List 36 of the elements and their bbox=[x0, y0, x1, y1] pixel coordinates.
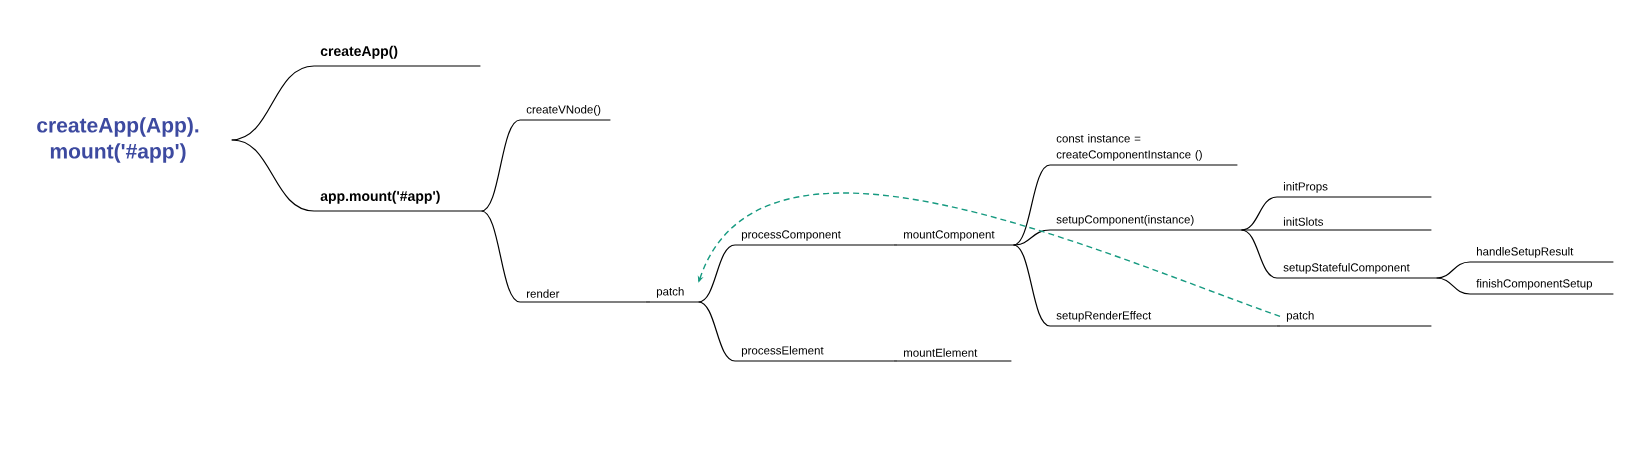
topic-label: createVNode() bbox=[519, 105, 611, 121]
topic-label: app.mount('#app') bbox=[313, 190, 483, 212]
topic-label: finishComponentSetup bbox=[1469, 279, 1614, 295]
branch-curve bbox=[1012, 244, 1051, 327]
topic-label: mountComponent bbox=[896, 230, 1014, 246]
topic-label: setupStatefulComponent bbox=[1276, 263, 1437, 279]
branch-curve bbox=[892, 360, 898, 362]
topic-label: handleSetupResult bbox=[1469, 247, 1614, 263]
root-topic: createApp(App). mount('#app') bbox=[37, 117, 199, 163]
branch-curve bbox=[1435, 277, 1471, 295]
topic-label: setupComponent(instance) bbox=[1049, 215, 1242, 231]
branch-curve bbox=[697, 244, 736, 303]
branch-curve bbox=[1240, 229, 1278, 279]
branch-curve bbox=[1275, 325, 1281, 327]
topic-label: initProps bbox=[1276, 182, 1432, 198]
topic-label: processElement bbox=[734, 346, 894, 362]
arrow bbox=[697, 192, 1281, 318]
branch-curve bbox=[892, 244, 898, 246]
topic-label: render bbox=[519, 289, 646, 303]
topic-label: initSlots bbox=[1276, 217, 1432, 231]
branch-curve bbox=[480, 210, 521, 303]
branch-curve bbox=[644, 301, 651, 303]
branch-curve bbox=[697, 301, 736, 362]
branch-curve bbox=[1012, 229, 1051, 246]
branch-curve bbox=[1435, 261, 1471, 279]
topic-label: mountElement bbox=[896, 348, 1012, 362]
topic-label: createApp() bbox=[313, 45, 482, 67]
topic-label: patch bbox=[649, 287, 699, 303]
topic-label: processComponent bbox=[734, 230, 894, 246]
branch-curve bbox=[480, 119, 521, 212]
branch-curve bbox=[231, 139, 315, 212]
branch-curve bbox=[1240, 229, 1278, 231]
topic-label: patch bbox=[1279, 311, 1432, 327]
branch-curve bbox=[231, 65, 315, 141]
topic-label: setupRenderEffect bbox=[1049, 311, 1277, 327]
topic-label: const instance = createComponentInstance () bbox=[1049, 134, 1238, 166]
